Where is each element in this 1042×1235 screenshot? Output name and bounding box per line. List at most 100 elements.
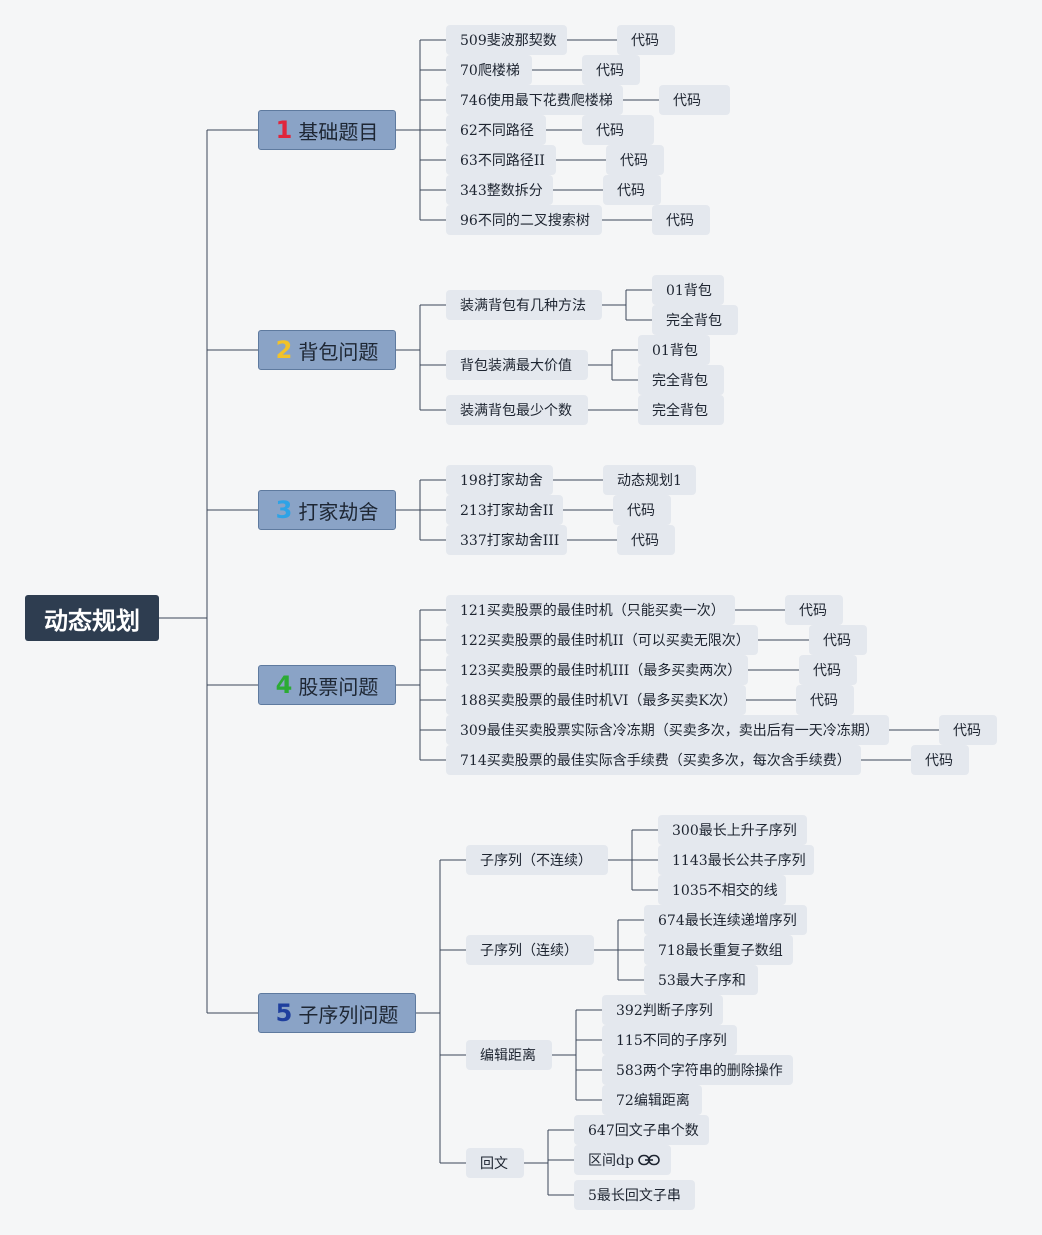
leaf-topic-label: 动态规划1 [617, 473, 682, 489]
leaf-topic[interactable]: 1035不相交的线 [658, 875, 786, 905]
subtopic-connector [608, 829, 658, 891]
code-link-node[interactable]: 代码 [613, 495, 671, 525]
subtopic-label: 122买卖股票的最佳时机II（可以买卖无限次） [460, 633, 750, 649]
subtopic-label: 746使用最下花费爬楼梯 [460, 93, 613, 109]
subtopic[interactable]: 编辑距离 [466, 1040, 552, 1070]
leaf-topic[interactable]: 583两个字符串的删除操作 [602, 1055, 793, 1085]
code-link-node[interactable]: 代码 [606, 145, 664, 175]
subtopic-label: 62不同路径 [460, 123, 534, 139]
subtopic[interactable]: 309最佳买卖股票实际含冷冻期（买卖多次，卖出后有一天冷冻期） [446, 715, 889, 745]
subtopic[interactable]: 背包装满最大价值 [446, 350, 588, 380]
subtopic-label: 编辑距离 [480, 1048, 536, 1064]
subtopic[interactable]: 121买卖股票的最佳时机（只能买卖一次） [446, 595, 735, 625]
code-link-node[interactable]: 代码 [617, 25, 675, 55]
code-link-node[interactable]: 代码 [582, 115, 654, 145]
leaf-topic[interactable]: 647回文子串个数 [574, 1115, 709, 1145]
leaf-topic-label: 01背包 [666, 283, 712, 299]
code-link-node[interactable]: 代码 [652, 205, 710, 235]
subtopic[interactable]: 122买卖股票的最佳时机II（可以买卖无限次） [446, 625, 758, 655]
subtopic-label: 子序列（连续） [480, 943, 578, 959]
leaf-topic-label: 53最大子序和 [658, 973, 746, 989]
leaf-topic[interactable]: 完全背包 [638, 365, 724, 395]
subtopic[interactable]: 装满背包有几种方法 [446, 290, 602, 320]
code-link-node[interactable]: 代码 [617, 525, 675, 555]
code-link-node[interactable]: 代码 [659, 85, 730, 115]
subtopic[interactable]: 123买卖股票的最佳时机III（最多买卖两次） [446, 655, 748, 685]
leaf-topic[interactable]: 5最长回文子串 [574, 1180, 695, 1210]
subtopic-label: 装满背包有几种方法 [460, 298, 586, 314]
subtopic-connector [524, 1129, 574, 1196]
subtopic[interactable]: 213打家劫舍II [446, 495, 563, 525]
leaf-topic[interactable]: 300最长上升子序列 [658, 815, 807, 845]
subtopic[interactable]: 746使用最下花费爬楼梯 [446, 85, 623, 115]
subtopic[interactable]: 子序列（连续） [466, 935, 594, 965]
branch-connector-2 [396, 304, 446, 411]
code-link-node[interactable]: 代码 [785, 595, 843, 625]
leaf-topic[interactable]: 53最大子序和 [644, 965, 758, 995]
subtopic[interactable]: 509斐波那契数 [446, 25, 567, 55]
leaf-topic[interactable]: 完全背包 [652, 305, 738, 335]
subtopic[interactable]: 337打家劫舍III [446, 525, 567, 555]
leaf-topic[interactable]: 115不同的子序列 [602, 1025, 737, 1055]
code-link-node[interactable]: 代码 [603, 175, 661, 205]
leaf-topic-label: 代码 [627, 503, 655, 519]
subtopic-label: 198打家劫舍 [460, 473, 543, 489]
leaf-topic[interactable]: 72编辑距离 [602, 1085, 702, 1115]
subtopic-label: 714买卖股票的最佳实际含手续费（买卖多次，每次含手续费） [460, 753, 851, 769]
subtopic-connector [588, 349, 638, 381]
leaf-topic[interactable]: 392判断子序列 [602, 995, 723, 1025]
link-icon[interactable] [638, 1154, 660, 1166]
leaf-topic-label: 647回文子串个数 [588, 1123, 699, 1139]
leaf-topic[interactable]: 完全背包 [638, 395, 724, 425]
leaf-topic-label: 代码 [631, 33, 659, 49]
leaf-topic[interactable]: 动态规划1 [603, 465, 696, 495]
leaf-topic[interactable]: 区间dp [574, 1145, 671, 1175]
leaf-topic[interactable]: 1143最长公共子序列 [658, 845, 814, 875]
subtopic[interactable]: 198打家劫舍 [446, 465, 553, 495]
subtopic[interactable]: 343整数拆分 [446, 175, 553, 205]
leaf-topic-label: 5最长回文子串 [588, 1188, 681, 1204]
leaf-topic-label: 300最长上升子序列 [672, 823, 797, 839]
subtopic[interactable]: 96不同的二叉搜索树 [446, 205, 602, 235]
code-link-node[interactable]: 代码 [809, 625, 867, 655]
leaf-topic[interactable]: 01背包 [652, 275, 724, 305]
root-topic[interactable]: 动态规划 [25, 595, 159, 641]
code-link-node[interactable]: 代码 [799, 655, 857, 685]
branch-number-badge: 2 [275, 336, 293, 364]
subtopic[interactable]: 子序列（不连续） [466, 845, 608, 875]
code-link-node[interactable]: 代码 [796, 685, 854, 715]
branch-number-badge: 3 [275, 496, 293, 524]
subtopic[interactable]: 装满背包最少个数 [446, 395, 588, 425]
subtopic-label: 子序列（不连续） [480, 853, 592, 869]
leaf-topic[interactable]: 674最长连续递增序列 [644, 905, 807, 935]
leaf-topic-label: 代码 [673, 93, 701, 109]
code-link-node[interactable]: 代码 [911, 745, 969, 775]
leaf-topic-label: 代码 [596, 123, 624, 139]
subtopic[interactable]: 63不同路径II [446, 145, 556, 175]
leaf-topic-label: 代码 [617, 183, 645, 199]
subtopic[interactable]: 回文 [466, 1148, 524, 1178]
subtopic[interactable]: 188买卖股票的最佳时机VI（最多买卖K次） [446, 685, 746, 715]
leaf-topic-label: 完全背包 [652, 403, 708, 419]
subtopic[interactable]: 714买卖股票的最佳实际含手续费（买卖多次，每次含手续费） [446, 745, 861, 775]
leaf-topic[interactable]: 718最长重复子数组 [644, 935, 793, 965]
branch-number-badge: 4 [275, 671, 293, 699]
branch-topic-label: 股票问题 [298, 674, 379, 699]
leaf-topic[interactable]: 01背包 [638, 335, 710, 365]
root-connector [159, 129, 258, 1014]
subtopic-label: 63不同路径II [460, 153, 545, 169]
leaf-topic-label: 代码 [925, 753, 953, 769]
leaf-topic-label: 01背包 [652, 343, 698, 359]
subtopic[interactable]: 62不同路径 [446, 115, 546, 145]
subtopic-label: 509斐波那契数 [460, 33, 557, 49]
code-link-node[interactable]: 代码 [582, 55, 640, 85]
leaf-topic-label: 1143最长公共子序列 [672, 853, 806, 869]
subtopic[interactable]: 70爬楼梯 [446, 55, 532, 85]
code-link-node[interactable]: 代码 [939, 715, 997, 745]
